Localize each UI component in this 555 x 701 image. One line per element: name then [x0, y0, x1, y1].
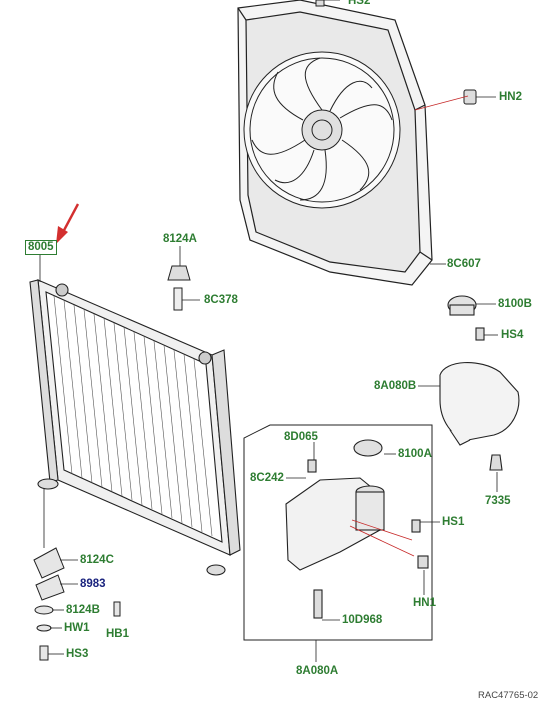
label-hw1: HW1 [64, 622, 90, 634]
reference-code: RAC47765-02 [478, 690, 539, 701]
label-7335: 7335 [485, 495, 511, 507]
lower-mounts [33, 547, 121, 661]
leader-lines [39, 0, 498, 662]
label-8a080b: 8A080B [374, 380, 417, 392]
expansion-tank-8a080b [439, 295, 520, 471]
label-8100b: 8100B [498, 298, 532, 310]
hn2-clip [463, 89, 477, 105]
label-hn2: HN2 [499, 91, 523, 103]
label-hs2: HS2 [348, 0, 371, 7]
label-8d065: 8D065 [284, 431, 318, 443]
lower-tank-frame [243, 424, 433, 641]
label-hs1: HS1 [442, 516, 465, 528]
hs2-screw [315, 0, 325, 7]
grommet-8124a [167, 265, 191, 311]
label-8005: 8005 [25, 240, 57, 255]
radiator [29, 279, 241, 576]
label-8124a: 8124A [163, 233, 197, 245]
label-8c242: 8C242 [250, 472, 284, 484]
label-8c607: 8C607 [447, 258, 481, 270]
label-8a080a: 8A080A [296, 665, 339, 677]
label-hs3: HS3 [66, 648, 89, 660]
label-8124b: 8124B [66, 604, 100, 616]
label-8983: 8983 [80, 578, 106, 590]
label-hb1: HB1 [106, 628, 130, 640]
fan-assembly [243, 51, 401, 209]
label-hs4: HS4 [501, 329, 524, 341]
label-8100a: 8100A [398, 448, 432, 460]
label-8124c: 8124C [80, 554, 114, 566]
coolant-reservoir-8a080a [285, 439, 429, 619]
label-hn1: HN1 [413, 597, 437, 609]
label-8c378: 8C378 [204, 294, 238, 306]
red-arrow-icon [56, 203, 80, 244]
label-10d968: 10D968 [342, 614, 383, 626]
